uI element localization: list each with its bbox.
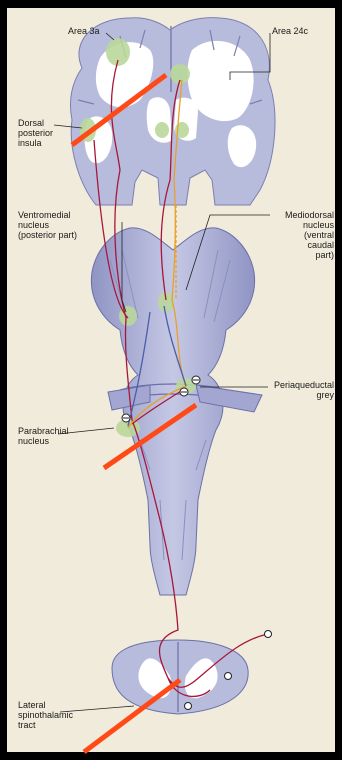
label-area-3a: Area 3a bbox=[68, 26, 100, 36]
coronal-brain-section bbox=[70, 18, 275, 205]
label-dorsal-posterior-insula: Dorsal posterior insula bbox=[18, 118, 53, 148]
brainstem bbox=[91, 228, 262, 595]
label-periaqueductal-grey: Periaqueductal grey bbox=[274, 380, 334, 400]
label-lateral-spinothalamic-tract: Lateral spinothalamic tract bbox=[18, 700, 73, 730]
label-ventromedial-nucleus: Ventromedial nucleus (posterior part) bbox=[18, 210, 77, 240]
label-parabrachial-nucleus: Parabrachial nucleus bbox=[18, 426, 69, 446]
label-area-24c: Area 24c bbox=[272, 26, 308, 36]
label-mediodorsal-nucleus: Mediodorsal nucleus (ventral caudal part… bbox=[285, 210, 334, 260]
